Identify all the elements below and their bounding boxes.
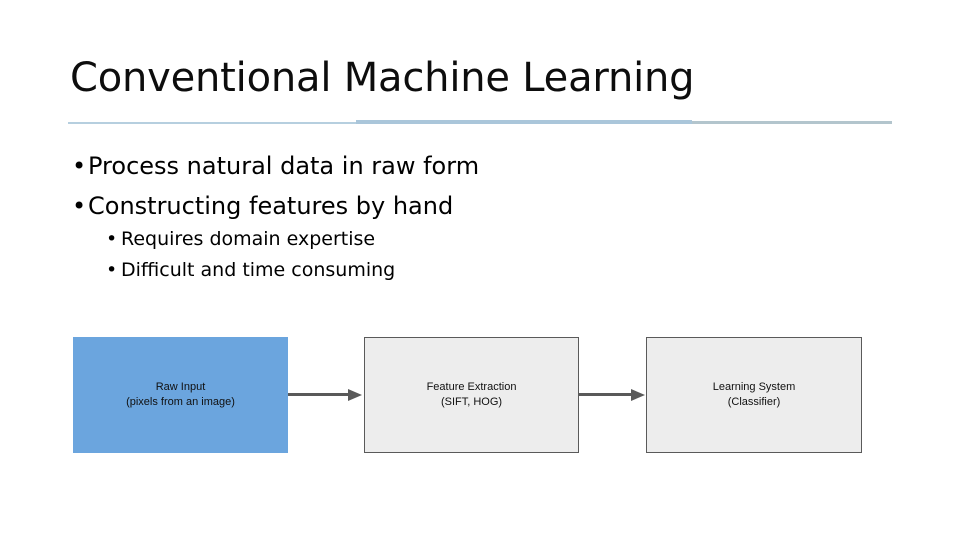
title-divider-segment-right xyxy=(692,121,892,124)
bullet-marker-icon: • xyxy=(72,152,87,180)
title-divider-segment-left xyxy=(68,121,356,124)
arrow-shaft xyxy=(579,393,631,396)
list-item-label: Process natural data in raw form xyxy=(88,152,480,180)
arrow-feature-extraction-to-learning-system xyxy=(579,387,645,401)
diagram-box-title: Raw Input xyxy=(155,381,206,393)
bullet-list-level-1: • Process natural data in raw form • Con… xyxy=(70,146,710,226)
list-item: • Constructing features by hand xyxy=(70,186,710,226)
bullet-marker-icon: • xyxy=(106,228,118,250)
list-item-label: Difficult and time consuming xyxy=(121,259,396,281)
diagram-box-subtitle: (Classifier) xyxy=(727,396,781,408)
arrow-head-icon xyxy=(348,388,362,401)
page-title: Conventional Machine Learning xyxy=(70,55,695,101)
title-divider-segment-middle xyxy=(356,120,692,124)
diagram-box-feature-extraction: Feature Extraction (SIFT, HOG) xyxy=(364,337,579,453)
list-item-label: Constructing features by hand xyxy=(88,192,454,220)
diagram-box-learning-system: Learning System (Classifier) xyxy=(646,337,862,453)
bullet-marker-icon: • xyxy=(72,192,87,220)
diagram-box-subtitle: (pixels from an image) xyxy=(126,396,235,408)
bullet-marker-icon: • xyxy=(106,259,118,281)
diagram-box-raw-input: Raw Input (pixels from an image) xyxy=(73,337,288,453)
list-item: • Difficult and time consuming xyxy=(104,255,664,286)
diagram-box-title: Feature Extraction xyxy=(426,381,517,393)
arrow-raw-input-to-feature-extraction xyxy=(288,387,362,401)
diagram-box-subtitle: (SIFT, HOG) xyxy=(440,396,503,408)
list-item: • Process natural data in raw form xyxy=(70,146,710,186)
arrow-shaft xyxy=(288,393,348,396)
list-item-label: Requires domain expertise xyxy=(121,228,376,250)
diagram-box-title: Learning System xyxy=(712,381,796,393)
list-item: • Requires domain expertise xyxy=(104,224,664,255)
arrow-head-icon xyxy=(631,388,645,401)
bullet-list-level-2: • Requires domain expertise • Difficult … xyxy=(104,224,664,286)
title-divider xyxy=(68,120,892,124)
